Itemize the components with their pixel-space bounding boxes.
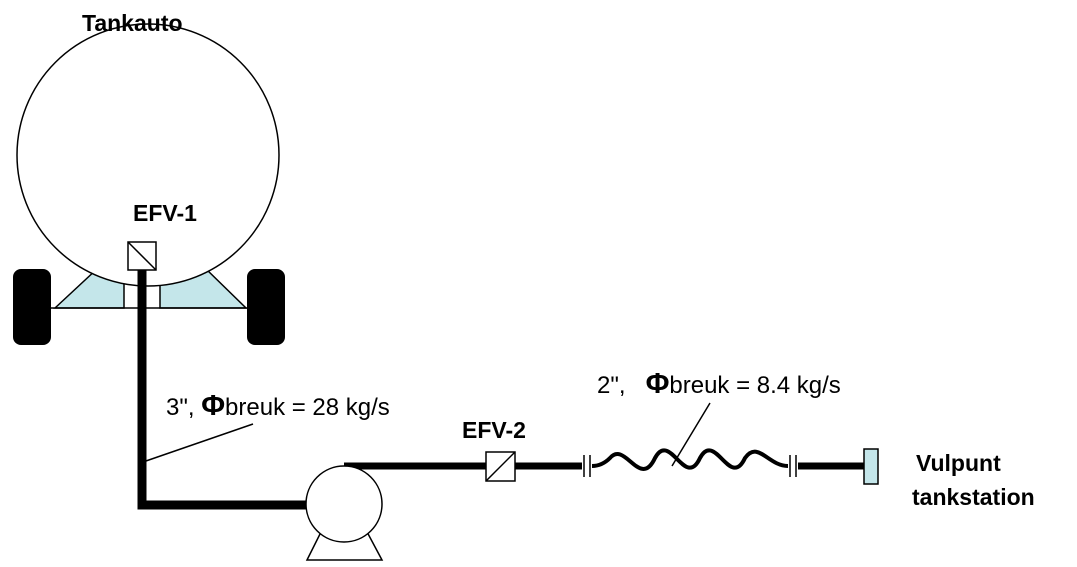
pipe3-size: 3", bbox=[166, 394, 195, 421]
pipe2-size: 2", bbox=[597, 372, 626, 399]
efv1-label: EFV-1 bbox=[133, 200, 197, 226]
pipe3-annotation: 3", Φbreuk = 28 kg/s bbox=[166, 392, 390, 421]
efv2-label: EFV-2 bbox=[462, 417, 526, 443]
leader-2inch bbox=[671, 402, 711, 467]
wheel-right bbox=[247, 269, 285, 345]
pipe3-flow: breuk = 28 kg/s bbox=[225, 394, 390, 421]
pipe2-flow: breuk = 8.4 kg/s bbox=[669, 372, 841, 399]
tank-label: Tankauto bbox=[82, 10, 183, 36]
pipe2-annotation: 2", Φbreuk = 8.4 kg/s bbox=[597, 370, 841, 399]
fill-point bbox=[863, 448, 879, 485]
flexible-hose bbox=[591, 448, 789, 471]
leader-3inch bbox=[142, 423, 254, 463]
efv1-valve-diagonal bbox=[127, 241, 157, 271]
fill-point-label-line2: tankstation bbox=[912, 484, 1035, 510]
pipe3-phi-symbol: Φ bbox=[201, 390, 226, 422]
wheel-left bbox=[13, 269, 51, 345]
tank-circle bbox=[16, 23, 280, 287]
efv2-valve-diagonal bbox=[485, 451, 516, 482]
pipe2-phi-symbol: Φ bbox=[645, 368, 670, 400]
pipe-3inch bbox=[137, 270, 310, 510]
fill-point-label-line1: Vulpunt bbox=[916, 450, 1001, 476]
pump-body bbox=[305, 465, 383, 543]
